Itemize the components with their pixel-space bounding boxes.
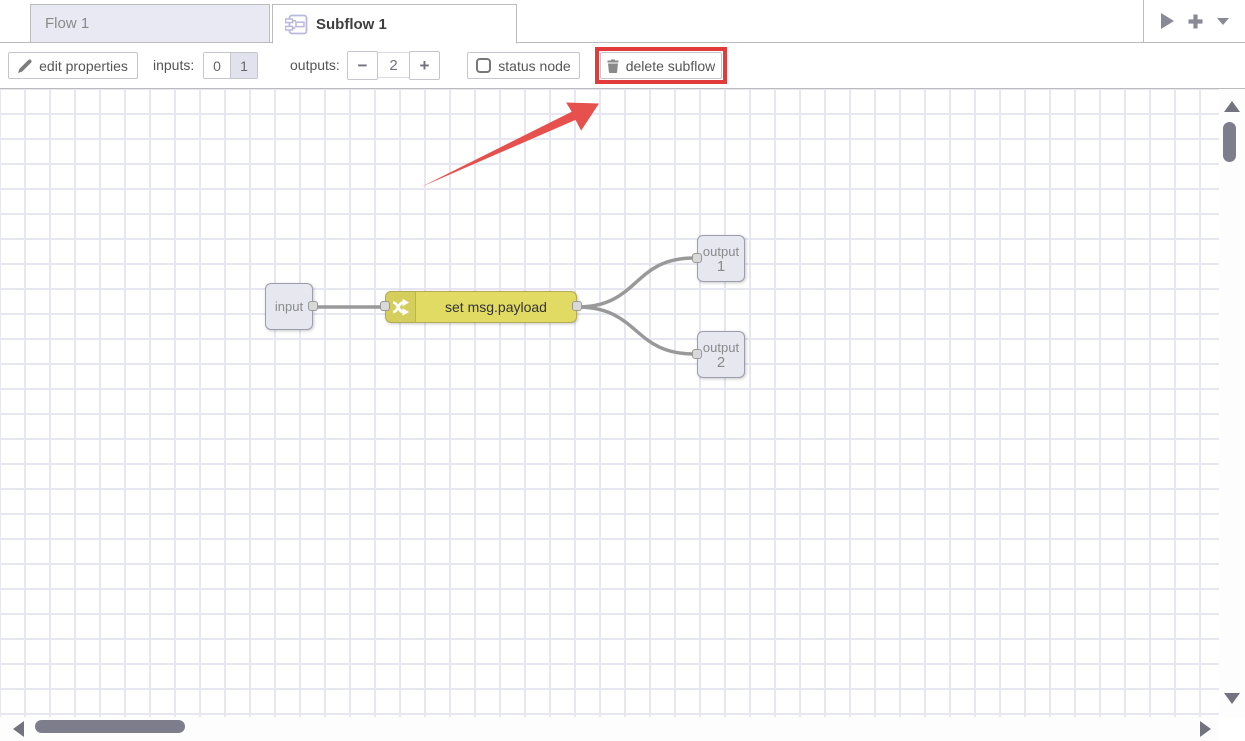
inputs-option-0[interactable]: 0 [204,53,230,78]
change-node-output-port[interactable] [572,301,582,311]
flow-canvas[interactable]: input set msg.payload output 1 o [0,89,1245,741]
add-tab-icon[interactable] [1187,13,1204,30]
vertical-scrollbar[interactable] [1219,89,1245,717]
tab-bar-controls [1143,0,1245,42]
change-node[interactable]: set msg.payload [380,291,582,323]
output-2-input-port[interactable] [692,348,702,359]
next-tab-icon[interactable] [1160,13,1174,29]
red-highlight-box: delete subflow [595,47,727,84]
inputs-toggle-group: 0 1 [203,52,258,79]
scroll-left-icon[interactable] [13,721,24,737]
horizontal-scrollbar[interactable] [0,717,1219,741]
horizontal-scroll-thumb[interactable] [35,720,185,733]
change-node-label: set msg.payload [445,299,547,315]
tab-subflow-1-label: Subflow 1 [316,15,387,33]
tab-flow-1-label: Flow 1 [45,15,90,32]
tab-flow-1[interactable]: Flow 1 [30,4,270,43]
inputs-option-1[interactable]: 1 [230,53,257,78]
subflow-input-node[interactable]: input [265,283,318,330]
status-node-checkbox[interactable] [476,58,492,73]
status-node-label: status node [498,57,571,74]
edit-properties-button[interactable]: edit properties [8,52,138,79]
vertical-scroll-thumb[interactable] [1223,122,1236,162]
status-node-button[interactable]: status node [467,52,580,79]
outputs-decrease-button[interactable]: − [347,51,378,80]
wire-change-to-output1[interactable] [575,256,696,309]
subflow-toolbar: edit properties inputs: 0 1 outputs: − 2… [0,43,1245,89]
output-2-label: output [702,339,740,355]
inputs-label: inputs: [153,57,195,73]
output-1-number: 1 [716,257,726,275]
scroll-up-icon[interactable] [1224,101,1240,112]
outputs-value: 2 [378,52,409,78]
input-node-label: input [274,299,304,314]
subflow-output-2-node[interactable]: output 2 [692,331,745,378]
outputs-increase-button[interactable]: + [409,51,440,80]
change-node-input-port[interactable] [380,301,390,311]
pencil-icon [18,58,32,73]
canvas-grid[interactable] [0,89,1219,717]
wire-change-to-output2[interactable] [575,305,696,356]
shuffle-icon [386,292,416,322]
edit-properties-label: edit properties [39,57,128,74]
input-node-output-port[interactable] [308,300,318,311]
output-1-input-port[interactable] [692,252,702,263]
delete-subflow-button[interactable]: delete subflow [600,52,722,79]
subflow-icon [285,14,308,35]
output-1-label: output [702,243,740,259]
delete-subflow-label: delete subflow [625,57,716,74]
wires-layer [311,256,696,356]
tab-list-chevron-down-icon[interactable] [1216,17,1229,25]
scroll-right-icon[interactable] [1200,721,1211,737]
scroll-down-icon[interactable] [1224,693,1240,704]
workspace-tab-bar: Flow 1 Subflow 1 [0,0,1245,44]
output-2-number: 2 [716,353,726,371]
subflow-output-1-node[interactable]: output 1 [692,235,745,282]
tab-subflow-1[interactable]: Subflow 1 [272,4,517,44]
trash-icon [607,59,619,73]
outputs-spinner: − 2 + [347,51,440,80]
outputs-label: outputs: [290,57,340,73]
